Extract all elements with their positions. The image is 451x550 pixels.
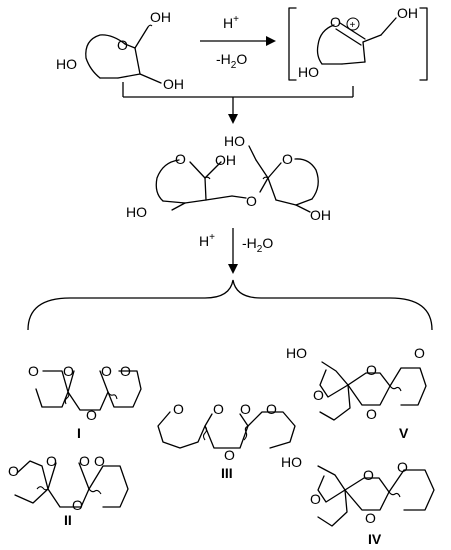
atom-III-o4: O xyxy=(224,447,235,463)
atom-IV-o2: O xyxy=(365,510,376,526)
product-III: O O O O O III xyxy=(157,401,296,481)
dimer-intermediate: O O O OH HO HO OH xyxy=(126,133,331,223)
atom-II-o2: O xyxy=(46,453,57,469)
atom-II-o4: O xyxy=(72,497,83,513)
atom-dimer-left-ring-oxygen: O xyxy=(175,151,186,167)
atom-dimer-right-hydroxyl: OH xyxy=(310,207,331,223)
label-compound-I: I xyxy=(77,425,81,441)
atom-I-o5: O xyxy=(120,363,131,379)
label-compound-V: V xyxy=(399,425,409,441)
atom-I-o1: O xyxy=(28,363,39,379)
atom-anomeric-hydroxyl: OH xyxy=(150,9,171,25)
atom-V-o2: O xyxy=(366,406,377,422)
atom-dimer-right-ring-oxygen: O xyxy=(282,151,293,167)
combine-connector xyxy=(122,82,354,124)
atom-intermediate-ring-hydroxyl: HO xyxy=(298,64,319,80)
atom-ring-hydroxyl: HO xyxy=(56,56,77,72)
atom-V-hydroxyl: HO xyxy=(286,345,307,361)
atom-III-o2: O xyxy=(213,401,224,417)
atom-II-o1: O xyxy=(8,463,19,479)
product-V: HO O O O O V xyxy=(286,345,427,441)
product-II: O O O O O II xyxy=(8,453,129,528)
step2-reagent: H+ xyxy=(199,232,215,249)
step1-arrow: H+ -H2O xyxy=(200,14,276,71)
atom-ring-oxygen: O xyxy=(117,37,128,53)
atom-oxonium-oxygen: O xyxy=(330,14,341,30)
product-brace xyxy=(27,279,433,331)
atom-dimer-top-hydroxyl: HO xyxy=(224,133,245,149)
atom-I-o3: O xyxy=(101,363,112,379)
atom-primary-hydroxyl: OH xyxy=(163,76,184,92)
atom-II-o3: O xyxy=(79,453,90,469)
atom-IV-hydroxyl: HO xyxy=(281,454,302,470)
atom-III-o1: O xyxy=(173,401,184,417)
atom-dimer-left-hydroxyl: HO xyxy=(126,204,147,220)
label-compound-II: II xyxy=(64,512,72,528)
step1-reagent: H+ xyxy=(223,14,239,31)
step2-arrow: H+ -H2O xyxy=(199,228,273,274)
starting-material: O OH OH HO xyxy=(56,9,184,92)
atom-IV-o3: O xyxy=(310,491,321,507)
atom-dimer-hydroxyl: OH xyxy=(215,152,236,168)
atom-IV-o1: O xyxy=(363,467,374,483)
charge-symbol: + xyxy=(350,20,356,31)
atom-dimer-ether-oxygen: O xyxy=(246,193,257,209)
label-compound-IV: IV xyxy=(368,531,382,547)
atom-I-o2: O xyxy=(63,363,74,379)
atom-III-o3: O xyxy=(240,401,251,417)
atom-I-o4: O xyxy=(86,407,97,423)
atom-V-o3: O xyxy=(313,387,324,403)
step2-byproduct: -H2O xyxy=(242,235,273,255)
label-compound-III: III xyxy=(221,465,233,481)
atom-IV-o4: O xyxy=(397,459,408,475)
step1-byproduct: -H2O xyxy=(216,51,247,71)
atom-V-o4: O xyxy=(414,345,425,361)
product-I: O O O O O I xyxy=(28,363,142,441)
atom-V-o1: O xyxy=(366,362,377,378)
positive-charge-icon xyxy=(346,17,360,31)
product-IV: HO O O O O IV xyxy=(281,454,435,547)
atom-III-o5: O xyxy=(266,401,277,417)
atom-II-o5: O xyxy=(94,453,105,469)
atom-intermediate-hydroxyl: OH xyxy=(397,5,418,21)
oxocarbenium-intermediate: O + OH HO xyxy=(288,5,428,81)
